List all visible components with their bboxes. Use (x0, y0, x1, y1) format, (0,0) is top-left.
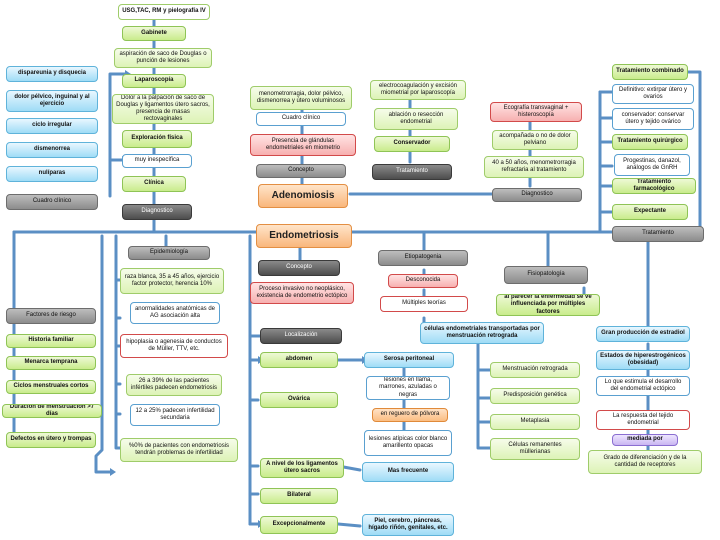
fisio-hiperestrogenicos-node: Estados de hiperestrogénicos (obesidad) (596, 350, 690, 370)
fisio-estradiol-node: Gran producción de estradiol (596, 326, 690, 342)
loc-polvora-node: en reguero de pólvora (372, 408, 448, 422)
endometriosis-central-node: Endometriosis (256, 224, 352, 248)
trat-definitivo-node: Definitivo: extirpar útero y ovarios (612, 84, 694, 104)
aspiracion-node: aspiración de saco de Douglas o punción … (114, 48, 212, 68)
factor-historia-node: Historia familiar (6, 334, 96, 348)
factores-label: Factores de riesgo (6, 308, 96, 324)
trat-expectante-node: Expectante (612, 204, 688, 220)
fisio-grado-node: Grado de diferenciación y de la cantidad… (588, 450, 702, 474)
endo-concepto-label: Concepto (258, 260, 340, 276)
etio-menstruacion-node: Menstruación retrograda (490, 362, 580, 378)
loc-piel-node: Piel, cerebro, páncreas, hígado riñón, g… (362, 514, 454, 536)
loc-ovarica-node: Ovárica (260, 392, 338, 408)
loc-atipicas-node: lesiones atípicas color blanco amarillen… (364, 430, 452, 456)
cuadro-clinico-label: Cuadro clínico (6, 194, 98, 210)
adeno-concepto-text: Presencia de glándulas endometriales en … (250, 134, 356, 156)
trat-quirurgico-node: Tratamiento quirúrgico (612, 134, 688, 150)
diagnostico-label-node: Diagnostico (122, 204, 192, 220)
epi-infertiles-node: 26 a 39% de las pacientes infértiles pad… (126, 374, 222, 396)
etio-multiples-node: Múltiples teorías (380, 296, 468, 312)
factor-ciclos-node: Ciclos menstruales cortos (6, 380, 96, 394)
muy-inespecifica-node: muy inespecífica (122, 154, 192, 168)
laparoscopia-node: Laparoscopía (122, 74, 186, 88)
etio-celulas-node: células endometriales transportadas por … (420, 322, 544, 344)
cuadro-item-ciclo: ciclo irregular (6, 118, 98, 134)
fisio-mediada-node: mediada por (612, 434, 678, 446)
gabinete-studies-node: USG,TAC, RM y pielografía IV (118, 4, 210, 20)
trat-combinado-node: Tratamiento combinado (612, 64, 688, 80)
etio-metaplasia-node: Metaplasia (490, 414, 580, 430)
epi-anormalidades-node: anormalidades anatómicas de AG asociació… (130, 302, 220, 324)
epi-infertilidad-node: %0% de pacientes con endometriosis tendr… (120, 438, 238, 462)
adeno-trat-electro: electrocoagulación y excisión miometrial… (370, 80, 466, 100)
adeno-diagnostico-label: Diagnostico (492, 188, 582, 202)
loc-abdomen-node: abdomen (260, 352, 338, 368)
factor-duracion-node: Duración de menstruación >7 días (2, 404, 102, 418)
trat-conservador-node: conservador: conservar útero y tejido ov… (612, 108, 694, 130)
dolor-palpacion-node: Dolor a la palpación de saco de Douglas … (112, 94, 214, 124)
loc-ligamentos-node: A nivel de los ligamentos útero sacros (260, 458, 344, 478)
fisio-respuesta-node: La respuesta del tejido endometrial (596, 410, 690, 430)
etio-genetica-node: Predisposición genética (490, 388, 580, 404)
factor-defectos-node: Defectos en útero y trompas (6, 432, 96, 448)
trat-progestinas-node: Progestinas, danazol, análogos de GnRH (614, 154, 690, 176)
loc-serosa-node: Serosa peritoneal (364, 352, 454, 368)
etiopatogenia-label: Etiopatogenia (378, 250, 468, 266)
fisio-estimula-node: Lo que estimula el desarrollo del endome… (596, 376, 690, 396)
loc-mas-frecuente-node: Mas frecuente (362, 462, 454, 482)
adeno-diag-acompanada: acompañada o no de dolor pelviano (492, 130, 578, 150)
exploracion-fisica-node: Exploración física (122, 130, 192, 148)
loc-lesiones-node: lesiones en llama, marrones, azuladas o … (366, 376, 450, 400)
epidemiologia-label: Epidemiología (128, 246, 210, 260)
etio-remanentes-node: Células remanentes müllerianas (490, 438, 580, 460)
cuadro-item-dismenorrea: dismenorrea (6, 142, 98, 158)
epi-raza-node: raza blanca, 35 a 45 años, ejercicio fac… (120, 268, 224, 294)
adeno-tratamiento-label: Tratamiento (372, 164, 452, 180)
fisio-influenciada-node: al parecer la enfermedad se ve influenci… (496, 294, 600, 316)
factor-menarca-node: Menarca temprana (6, 356, 96, 370)
adeno-diag-ecografia: Ecografía transvaginal + histeroscopía (490, 102, 582, 122)
clinica-node: Clínica (122, 176, 186, 192)
adeno-cuadro-label: Cuadro clínico (256, 112, 346, 126)
adeno-cuadro-text: menometrorragia, dolor pélvico, dismenor… (250, 86, 352, 110)
loc-bilateral-node: Bilateral (260, 488, 338, 504)
adeno-diag-edad: 40 a 50 años, menometrorragia refractari… (484, 156, 584, 178)
etio-desconocida-node: Desconocida (388, 274, 458, 288)
cuadro-item-dispareunia: dispareunia y disquecia (6, 66, 98, 82)
trat-farmacologico-node: Tratamiento farmacológico (612, 178, 696, 194)
endo-concepto-text: Proceso invasivo no neoplásico, existenc… (250, 282, 354, 304)
fisiopatologia-label: Fisiopatología (504, 266, 588, 284)
gabinete-node: Gabinete (122, 26, 186, 41)
adeno-concepto-label: Concepto (256, 164, 346, 178)
adeno-trat-conservador: Conservador (374, 136, 450, 152)
epi-hipoplasia-node: hipoplasia o agenesia de conductos de Mü… (120, 334, 228, 358)
cuadro-item-dolor: dolor pélvico, inguinal y al ejercicio (6, 90, 98, 112)
epi-secundaria-node: 12 a 25% padecen infertilidad secundaria (130, 404, 220, 426)
adenomiosis-central-node: Adenomiosis (258, 184, 348, 208)
loc-excepcionalmente-node: Excepcionalmente (260, 516, 338, 534)
cuadro-item-nuliparas: nulíparas (6, 166, 98, 182)
adeno-trat-ablacion: ablación o resección endometrial (374, 108, 458, 130)
tratamiento-right-label: Tratamiento (612, 226, 704, 242)
localizacion-label: Localización (260, 328, 342, 344)
